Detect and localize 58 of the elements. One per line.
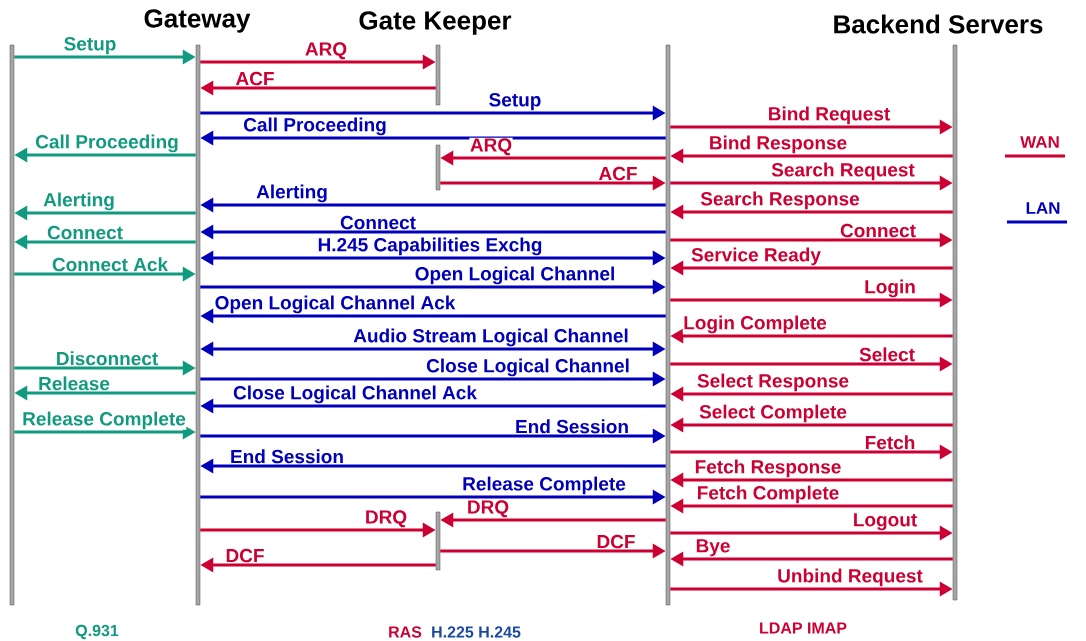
edge-label: Open Logical Channel Ack [214,295,456,314]
edge-label: Fetch Response [694,459,842,478]
lifeline [9,44,15,606]
edge-label: Select Response [696,373,850,392]
edge-label: End Session [229,448,345,464]
edge-label: Select Complete [698,404,848,423]
edge-label: Release Complete [21,411,187,430]
edge-label: Select [858,346,916,362]
edge-label: H.245 Capabilities Exchg [317,237,543,256]
edge-label: Login [863,279,917,298]
edge-label: Connect [839,223,917,238]
legend-item: LAN [1007,202,1067,224]
edge-label: Bind Request [767,106,891,125]
edge-label: DCF [225,548,266,563]
edge-label: Connect Ack [51,256,169,272]
edge-label: ACF [235,71,276,86]
protocol-label: RAS [389,626,422,638]
edge-label: Release [37,375,111,391]
protocol-label: Q.931 [75,624,119,640]
node-label: Gateway [144,9,251,33]
node-label: Backend Servers [834,14,1043,34]
edge-label: Bind Response [708,135,848,154]
edge-label: Unbind Request [776,568,924,587]
edge-label: Call Proceeding [34,134,180,153]
edge-label: Disconnect [55,350,159,366]
edge-label: Setup [63,36,117,55]
edge-label: Fetch [864,434,916,450]
edge-label: Search Response [699,191,861,210]
edge-label: ACF [598,166,639,181]
edge-label: DRQ [364,509,408,528]
edge-label: Search Request [770,162,916,181]
lifeline [435,144,441,191]
edge-label: Bye [695,538,731,557]
lifeline [665,44,671,606]
edge-label: Close Logical Channel [425,358,631,377]
edge-label: Connect [46,225,124,240]
protocol-label: LDAP IMAP [760,622,847,634]
edge-label: Open Logical Channel [414,266,616,285]
edge-label: End Session [514,418,630,434]
edge-label: Alerting [255,184,329,203]
edge-label: Setup [488,92,542,111]
edge-label: ARQ [304,41,348,60]
edge-label: Call Proceeding [242,117,388,136]
edge-label: Connect [339,215,417,230]
edge-label: Logout [852,512,918,531]
node-label: Gate Keeper [359,11,512,35]
edge-label: DCF [596,534,637,549]
edge-label: Audio Stream Logical Channel [352,328,630,347]
protocol-label: H.225 H.245 [432,626,521,638]
edge-label: Close Logical Channel Ack [232,385,478,404]
edge-label: DRQ [466,499,510,518]
edge-label: Release Complete [461,476,627,495]
edge-label: Service Ready [690,247,822,266]
lifeline [435,511,441,571]
edge-label: Login Complete [682,315,828,334]
edge-label: Alerting [42,192,116,211]
legend-item: WAN [1005,136,1065,158]
edge-label: Fetch Complete [696,485,840,504]
